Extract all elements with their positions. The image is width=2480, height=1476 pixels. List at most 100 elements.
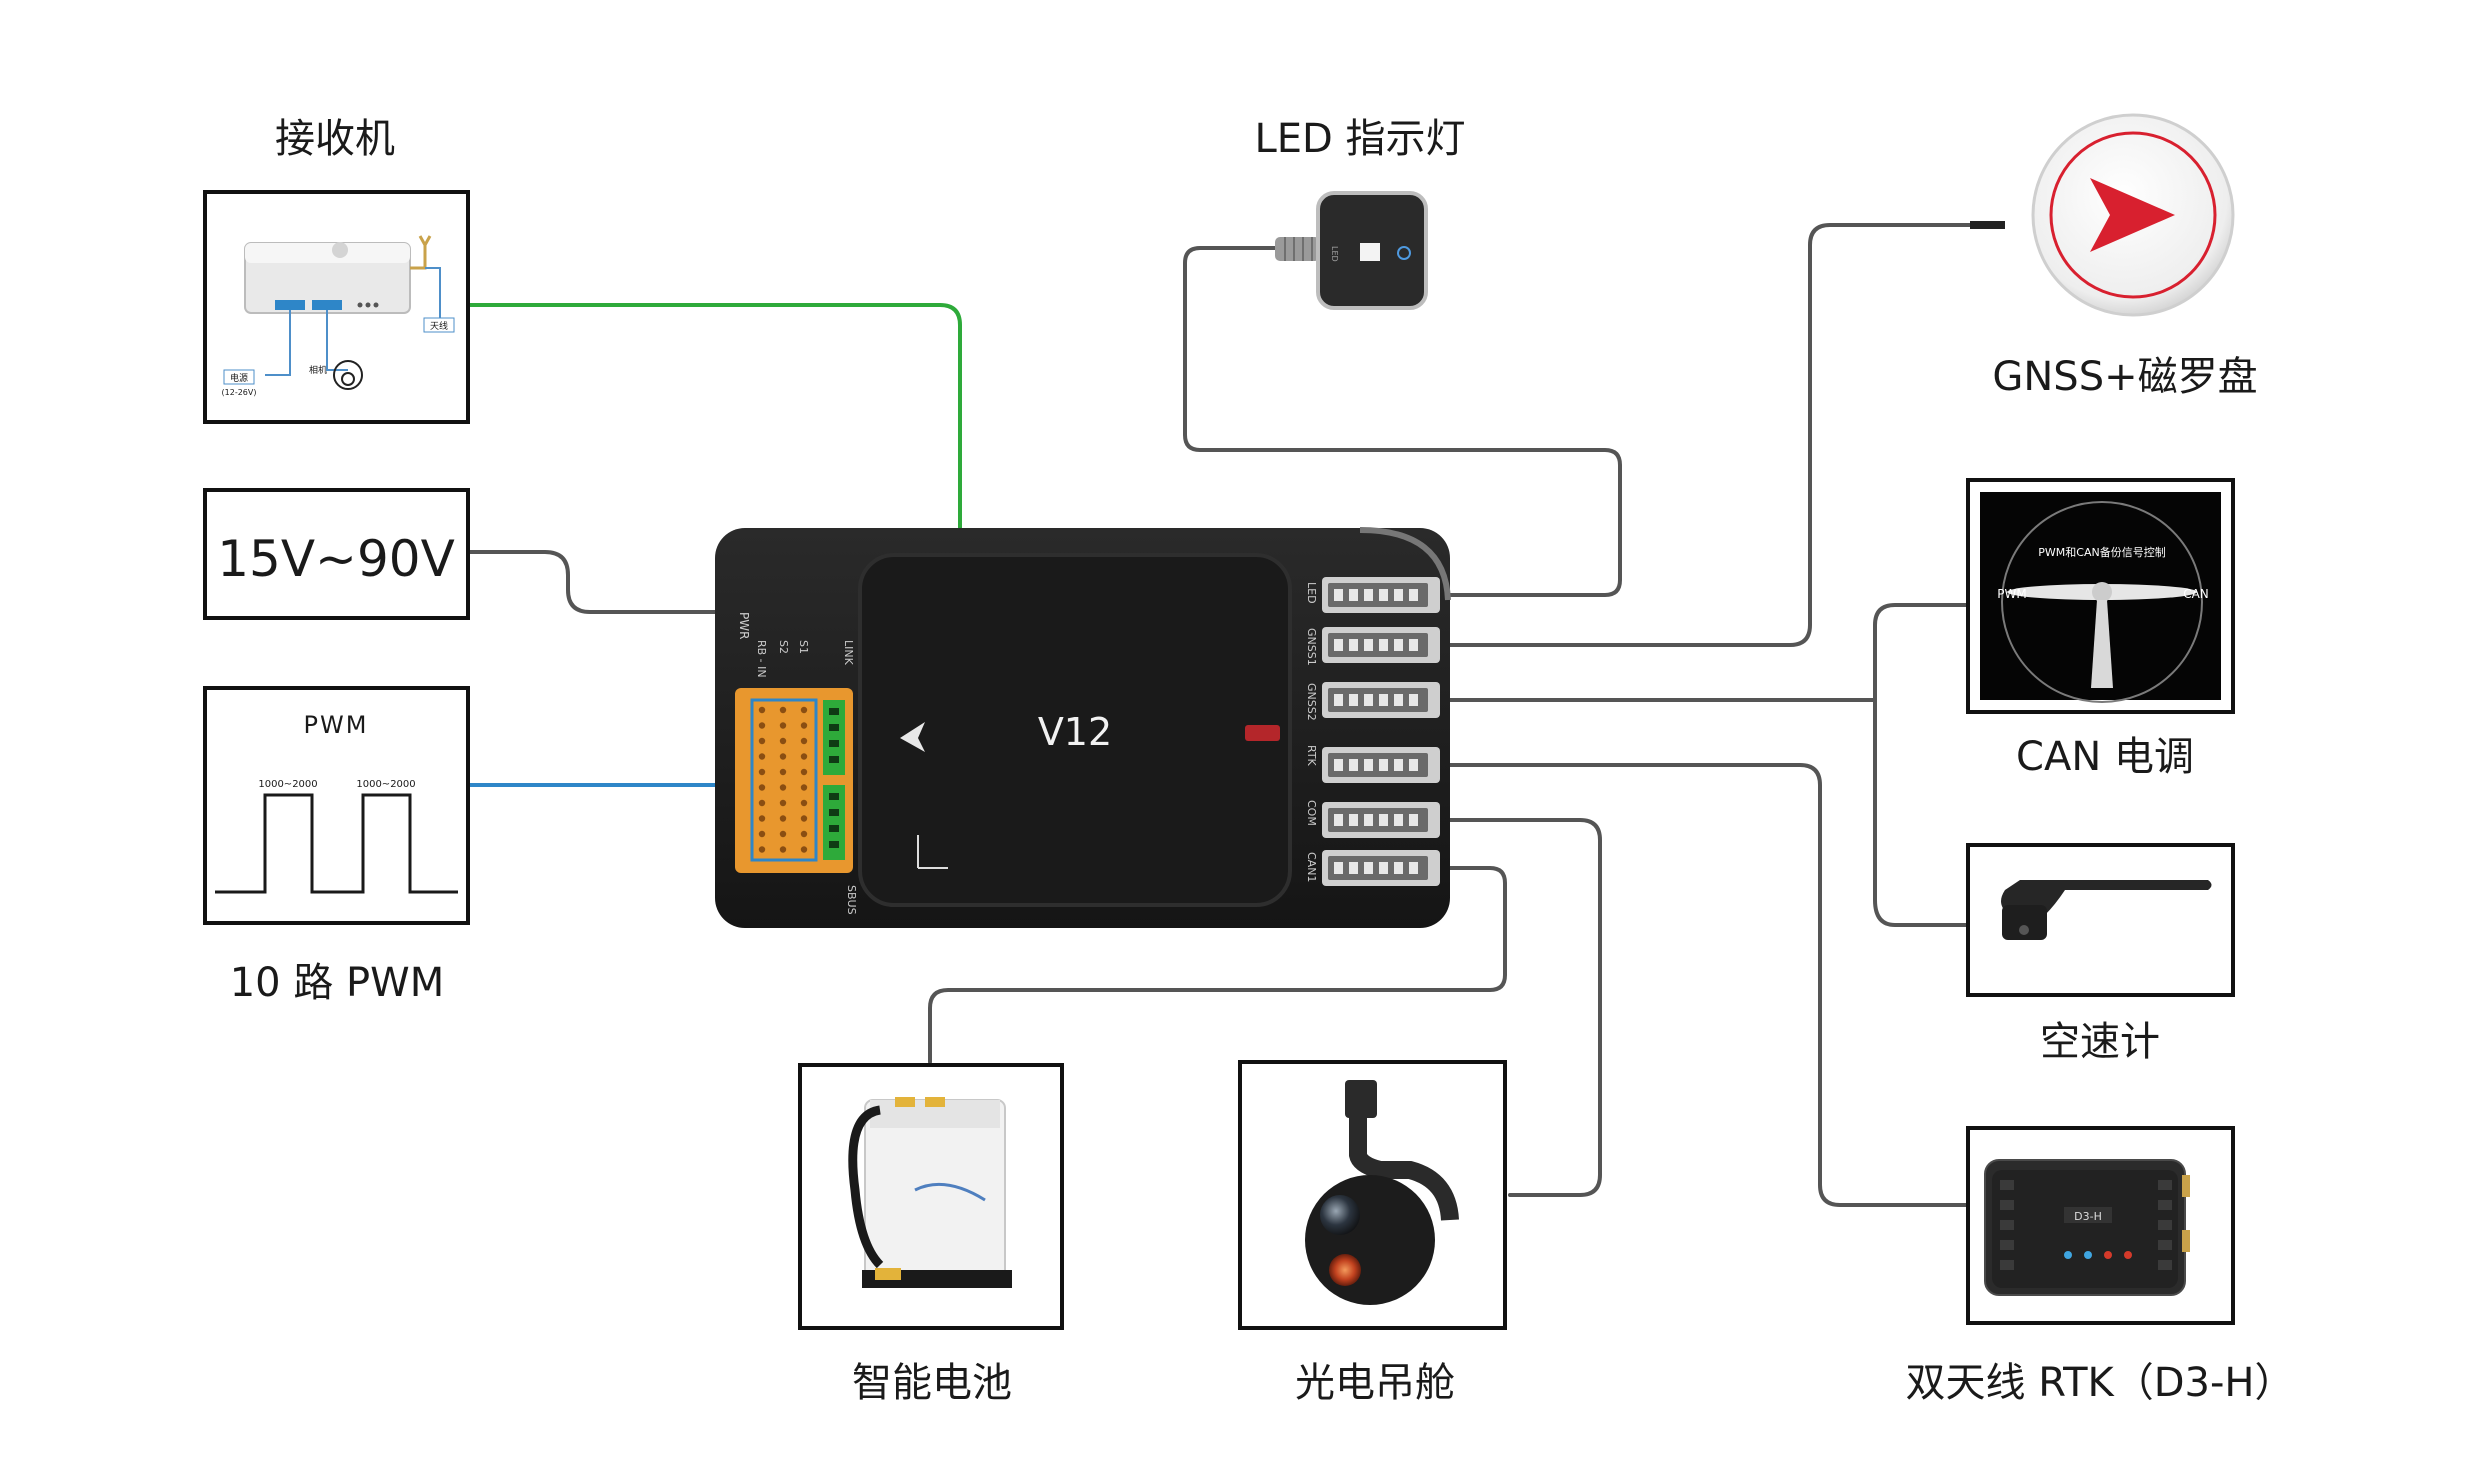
port-pin: [1364, 694, 1373, 706]
battery-connector: [875, 1268, 901, 1280]
rtk-badge-bg: [2064, 1207, 2112, 1223]
port-pin: [1364, 814, 1373, 826]
gnss-label: GNSS+磁罗盘: [1992, 354, 2257, 400]
rtk-face: [1992, 1170, 2178, 1288]
controller-right-ports: LED GNSS1 GNSS2 RTK COM CAN1: [1305, 577, 1440, 886]
pwm-pin: [800, 784, 808, 791]
tag-power-box: [223, 369, 255, 385]
port-pin: [1334, 589, 1343, 601]
port-pwr-label: PWR: [737, 612, 751, 639]
pwm-pin: [758, 722, 766, 729]
receiver-fan-icon: [332, 242, 348, 258]
port-pin: [1379, 589, 1388, 601]
pwm-pin: [800, 722, 808, 729]
can-esc-device: PWM和CAN备份信号控制 PWM CAN CAN 电调: [1966, 478, 2235, 780]
pwm-box: [203, 686, 470, 925]
gimbal-lens-thermal: [1329, 1254, 1361, 1286]
rtk-antenna-port-1: [2182, 1175, 2190, 1197]
port-pin: [1349, 639, 1358, 651]
esc-arm: [2091, 600, 2113, 688]
pwm-pin: [758, 846, 766, 853]
port-s1-label: S1: [797, 640, 810, 654]
port-pin: [1394, 814, 1403, 826]
gimbal-arm: [1349, 1118, 1459, 1221]
pwm-pin: [758, 815, 766, 822]
pwm-pin: [800, 768, 808, 776]
port-pin: [1394, 639, 1403, 651]
pwm-pin: [779, 768, 787, 776]
wire-led: [1183, 246, 1622, 597]
battery-label: 智能电池: [852, 1360, 1012, 1406]
pwm-pin: [779, 753, 787, 760]
gnss-arrow-icon: [2090, 178, 2175, 252]
port-pin: [1394, 862, 1403, 874]
link-pin: [829, 756, 839, 763]
port-pin: [1409, 759, 1418, 771]
port-pin: [1379, 862, 1388, 874]
rtk-light-2: [2084, 1251, 2092, 1259]
rtk-ridges: [2000, 1180, 2172, 1270]
port-gnss1-label: GNSS1: [1305, 628, 1318, 666]
wire-rtk: [1443, 763, 1970, 1207]
rtk-badge: D3-H: [2074, 1210, 2102, 1223]
pwm-pin: [779, 706, 787, 714]
pwm-pin: [758, 768, 766, 776]
pwm-pin: [758, 784, 766, 791]
port-pin: [1409, 814, 1418, 826]
port-rbin-label: RB - IN: [755, 640, 768, 678]
esc-prop-circle: [2001, 501, 2203, 703]
esc-label: CAN 电调: [2016, 734, 2194, 780]
tag-power-range: (12-26V): [222, 388, 257, 397]
pwm-label: 10 路 PWM: [230, 960, 445, 1006]
sbus-header: [823, 785, 845, 860]
port-pin: [1394, 589, 1403, 601]
rtk-ridge: [2000, 1180, 2014, 1190]
port-pin: [1364, 639, 1373, 651]
rtk-device: D3-H 双天线 RTK（D3-H）: [1905, 1126, 2295, 1406]
port-com-label: COM: [1305, 800, 1318, 826]
flight-controller: V12 PWR RB - IN S2 S1 LINK SBUS LED GNSS…: [715, 527, 1451, 928]
battery-device: 智能电池: [798, 1063, 1064, 1406]
port-rtk-label: RTK: [1305, 745, 1318, 767]
sbus-pin: [829, 793, 839, 800]
port-pin: [1379, 814, 1388, 826]
pwm-pin: [800, 799, 808, 807]
port-pin: [1379, 694, 1388, 706]
port-pin: [1394, 694, 1403, 706]
airspeed-box: [1966, 843, 2235, 997]
pwm-pin: [779, 799, 787, 807]
receiver-port-camera: [312, 300, 342, 310]
gimbal-lens-visible: [1320, 1195, 1360, 1235]
led-lamp: [1360, 243, 1380, 261]
sbus-pin: [829, 841, 839, 848]
rtk-ridge: [2000, 1260, 2014, 1270]
pwm-pin: [800, 846, 808, 853]
port-pin: [1334, 759, 1343, 771]
battery-terminal-2: [925, 1097, 945, 1107]
port-led-label: LED: [1305, 582, 1318, 604]
power-box: [203, 488, 470, 620]
airspeed-tube: [2001, 880, 2212, 915]
rtk-ridge: [2158, 1260, 2172, 1270]
wire-esc: [1873, 603, 1970, 927]
led-logo-icon: [1397, 246, 1411, 260]
port-pin: [1379, 639, 1388, 651]
gimbal-ball: [1305, 1175, 1435, 1305]
tag-power: 电源: [230, 372, 248, 384]
link-sbus-pins: [829, 708, 839, 848]
sbus-pin: [829, 825, 839, 832]
power-input: 15V~90V: [203, 488, 470, 620]
port-pin: [1364, 759, 1373, 771]
port-pin: [1349, 694, 1358, 706]
controller-name: V12: [1038, 710, 1112, 754]
wire-gnss: [1443, 223, 2002, 647]
pwm-pin: [758, 830, 766, 838]
pwm-pin: [800, 753, 808, 760]
link-pin: [829, 740, 839, 747]
camera-lens-icon: [341, 372, 355, 386]
led-indicator-device: LED 指示灯 LED: [1254, 116, 1466, 310]
port-pin: [1349, 759, 1358, 771]
link-header: [823, 700, 845, 775]
pwm-pin: [758, 753, 766, 760]
pwm-pin: [779, 815, 787, 822]
